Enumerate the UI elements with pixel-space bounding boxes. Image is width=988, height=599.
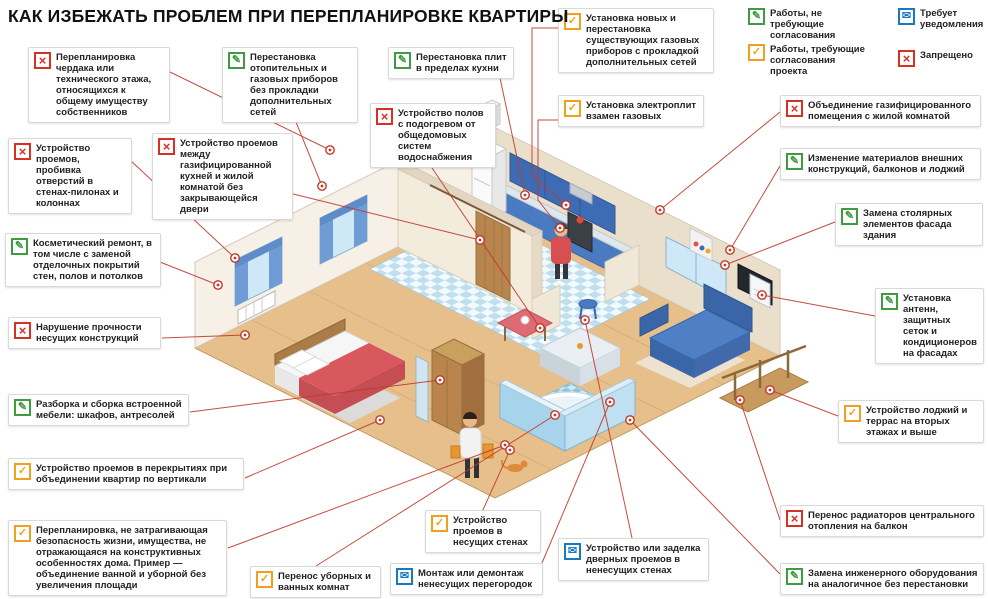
callout-partitions: ✉ Монтаж или демонтаж ненесущих перегоро…	[390, 563, 543, 596]
callout-text: Перепланировка чердака или технического …	[56, 52, 152, 119]
bedroom-window-1	[234, 236, 283, 307]
check-icon: ✓	[844, 405, 861, 422]
callout-cosmetic-repair: ✎ Косметический ремонт, в том числе с за…	[5, 233, 161, 288]
callout-move-heating-gas: ✎ Перестановка отопительных и газовых пр…	[222, 47, 358, 124]
callout-text: Устройство или заделка дверных проемов в…	[586, 543, 701, 577]
callout-engineering-equipment: ✎ Замена инженерного оборудования на ана…	[780, 563, 984, 596]
callout-text: Устройство проемов в несущих стенах	[453, 515, 528, 549]
wrench-icon: ✎	[11, 238, 28, 255]
forbidden-icon: ×	[786, 510, 803, 527]
wrench-icon: ✎	[228, 52, 245, 69]
wardrobe	[430, 338, 486, 436]
legend-no-approval: ✎ Работы, не требующие согласования	[748, 8, 866, 41]
callout-gas-kitchen-door: × Устройство проемов между газифицирован…	[152, 133, 293, 221]
legend-label: Работы, не требующие согласования	[770, 8, 836, 42]
callout-gas-room-merge: × Объединение газифицированного помещени…	[780, 95, 981, 128]
callout-heated-floors: × Устройство полов с подогревом от общед…	[370, 103, 496, 169]
callout-text: Устройство проемов, пробивка отверстий в…	[36, 143, 119, 210]
envelope-icon: ✉	[898, 8, 915, 25]
callout-text: Нарушение прочности несущих конструкций	[36, 322, 142, 345]
callout-text: Перестановка отопительных и газовых приб…	[250, 52, 339, 119]
forbidden-icon: ×	[34, 52, 51, 69]
callout-facade-joinery: ✎ Замена столярных элементов фасада здан…	[835, 203, 983, 247]
callout-move-bathrooms: ✓ Перенос уборных и ванных комнат	[250, 566, 381, 599]
stool	[578, 299, 598, 320]
callout-text: Изменение материалов внешних конструкций…	[808, 153, 965, 176]
check-icon: ✓	[14, 525, 31, 542]
callout-electric-stoves: ✓ Установка электроплит взамен газовых	[558, 95, 704, 128]
legend-label: Работы, требующие согласования проекта	[770, 44, 865, 78]
callout-text: Перепланировка, не затрагивающая безопас…	[36, 525, 208, 592]
wrench-icon: ✎	[786, 153, 803, 170]
callout-bearing-strength: × Нарушение прочности несущих конструкци…	[8, 317, 161, 350]
callout-text: Устройство проемов в перекрытиях при объ…	[36, 463, 228, 486]
legend-label: Требует уведомления	[920, 8, 984, 31]
legend-project-approval: ✓ Работы, требующие согласования проекта	[748, 44, 870, 77]
forbidden-icon: ×	[158, 138, 175, 155]
callout-builtin-furniture: ✎ Разборка и сборка встроенной мебели: ш…	[8, 394, 189, 427]
callout-text: Устройство лоджий и террас на вторых эта…	[866, 405, 968, 439]
stove	[567, 211, 593, 253]
callout-radiators-balcony: × Перенос радиаторов центрального отопле…	[780, 505, 984, 538]
callout-loggias-terraces: ✓ Устройство лоджий и террас на вторых э…	[838, 400, 984, 444]
callout-antennas-ac: ✎ Установка антенн, защитных сеток и кон…	[875, 288, 984, 365]
callout-text: Перенос радиаторов центрального отоплени…	[808, 510, 975, 533]
legend-forbidden: × Запрещено	[898, 50, 984, 67]
sofa	[639, 283, 753, 378]
callout-text: Перестановка плит в пределах кухни	[416, 52, 507, 75]
check-icon: ✓	[564, 100, 581, 117]
callout-text: Установка новых и перестановка существую…	[586, 13, 700, 69]
forbidden-icon: ×	[786, 100, 803, 117]
wrench-icon: ✎	[14, 399, 31, 416]
check-icon: ✓	[14, 463, 31, 480]
wrench-icon: ✎	[881, 293, 898, 310]
callout-pylon-openings: × Устройство проемов, пробивка отверстий…	[8, 138, 132, 215]
radiator	[237, 290, 276, 325]
callout-text: Установка электроплит взамен газовых	[586, 100, 697, 123]
callout-stove-within-kitchen: ✎ Перестановка плит в пределах кухни	[388, 47, 514, 80]
envelope-icon: ✉	[564, 543, 581, 560]
page-title: КАК ИЗБЕЖАТЬ ПРОБЛЕМ ПРИ ПЕРЕПЛАНИРОВКЕ …	[8, 6, 569, 26]
callout-text: Установка антенн, защитных сеток и конди…	[903, 293, 977, 360]
callout-text: Устройство проемов между газифицированно…	[180, 138, 278, 216]
callout-text: Устройство полов с подогревом от общедом…	[398, 108, 484, 164]
callout-external-materials: ✎ Изменение материалов внешних конструкц…	[780, 148, 981, 181]
forbidden-icon: ×	[14, 143, 31, 160]
callout-new-gas-appliances: ✓ Установка новых и перестановка существ…	[558, 8, 714, 74]
callout-text: Замена столярных элементов фасада здания	[863, 208, 953, 242]
legend-notification: ✉ Требует уведомления	[898, 8, 984, 30]
callout-text: Замена инженерного оборудования на анало…	[808, 568, 978, 591]
wrench-icon: ✎	[748, 8, 765, 25]
wrench-icon: ✓	[748, 44, 765, 61]
wrench-icon: ✎	[394, 52, 411, 69]
check-icon: ✓	[564, 13, 581, 30]
callout-text: Разборка и сборка встроенной мебели: шка…	[36, 399, 182, 422]
callout-safe-replanning: ✓ Перепланировка, не затрагивающая безоп…	[8, 520, 227, 597]
callout-text: Перенос уборных и ванных комнат	[278, 571, 371, 594]
callout-bearing-wall-openings: ✓ Устройство проемов в несущих стенах	[425, 510, 541, 554]
callout-vertical-openings: ✓ Устройство проемов в перекрытиях при о…	[8, 458, 244, 491]
callout-text: Косметический ремонт, в том числе с заме…	[33, 238, 152, 283]
wrench-icon: ✎	[786, 568, 803, 585]
check-icon: ✓	[431, 515, 448, 532]
wall-art	[689, 227, 713, 262]
callout-text: Монтаж или демонтаж ненесущих перегородо…	[418, 568, 533, 591]
forbidden-icon: ×	[376, 108, 393, 125]
forbidden-icon: ×	[14, 322, 31, 339]
callout-text: Объединение газифицированного помещения …	[808, 100, 972, 123]
envelope-icon: ✉	[396, 568, 413, 585]
callout-attic-replanning: × Перепланировка чердака или техническог…	[28, 47, 170, 124]
legend-label: Запрещено	[920, 50, 973, 61]
wrench-icon: ✎	[841, 208, 858, 225]
callout-door-openings: ✉ Устройство или заделка дверных проемов…	[558, 538, 709, 582]
cross-icon: ×	[898, 50, 915, 67]
range-hood	[569, 182, 593, 205]
mirror	[415, 355, 429, 423]
check-icon: ✓	[256, 571, 273, 588]
